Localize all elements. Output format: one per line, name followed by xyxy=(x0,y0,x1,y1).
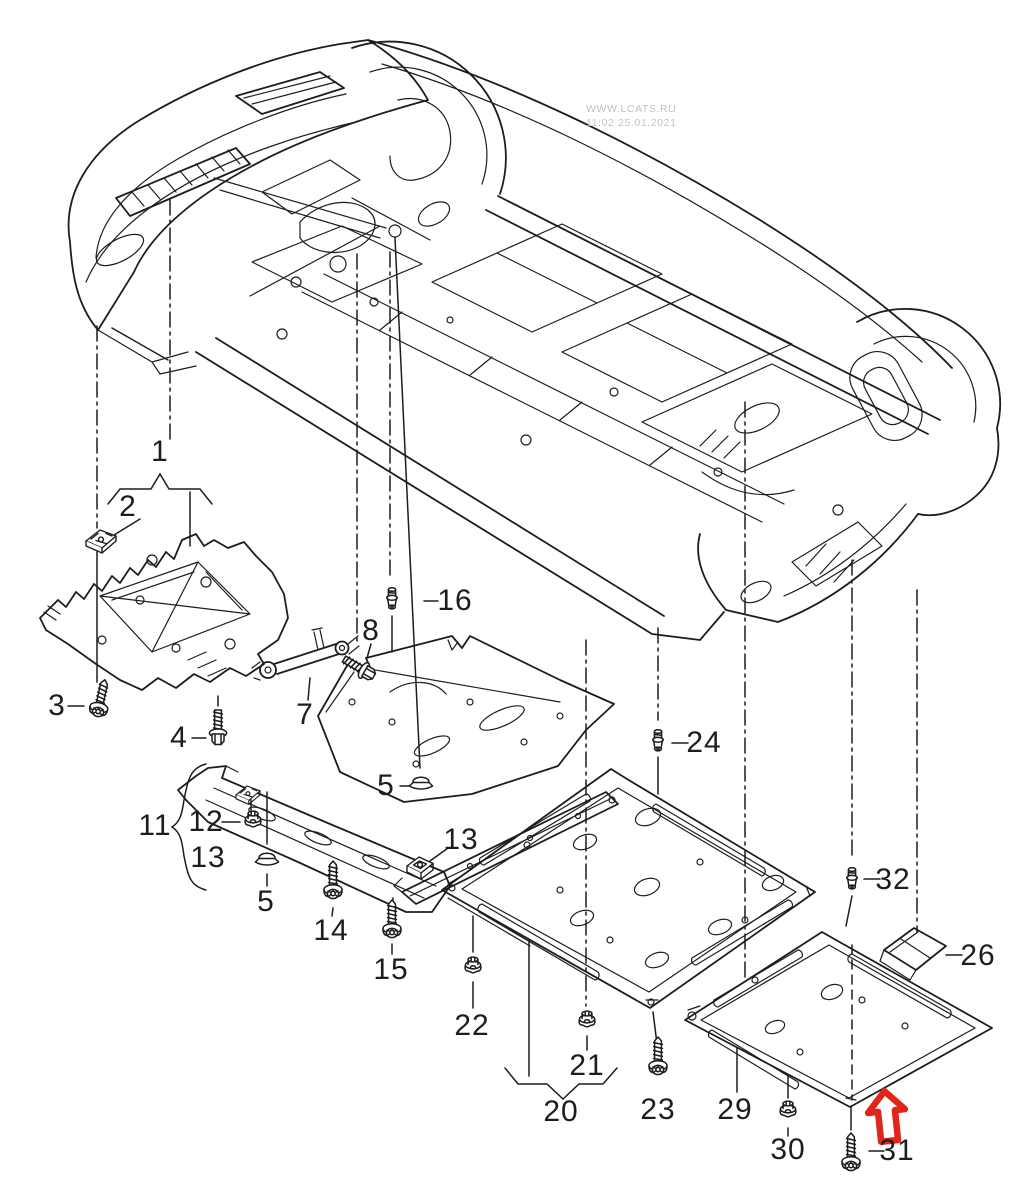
watermark: WWW.LCATS.RU 11:02 25.01.2021 xyxy=(586,102,677,130)
callout-23-18: 23 xyxy=(640,1093,676,1126)
nut-icon-30 xyxy=(779,1100,797,1118)
part-front-underbody-panel xyxy=(317,635,615,803)
callout-8-7: 8 xyxy=(362,614,380,647)
part-retaining-strap xyxy=(251,627,360,681)
callout-30-22: 30 xyxy=(770,1133,806,1166)
grommet-icon-5 xyxy=(408,776,434,790)
callout-4-3: 4 xyxy=(170,721,188,754)
part-left-sill-trim xyxy=(177,765,451,913)
watermark-line2: 11:02 25.01.2021 xyxy=(586,117,677,130)
pin-icon-16 xyxy=(386,586,398,610)
callout-31-23: 31 xyxy=(879,1134,915,1167)
callout-20-15: 20 xyxy=(543,1095,579,1128)
callout-5-5: 5 xyxy=(257,885,275,918)
callout-29-21: 29 xyxy=(717,1093,753,1126)
nut-icon-12 xyxy=(244,810,262,828)
screw-icon-15 xyxy=(382,899,402,939)
exploded-parts xyxy=(39,533,993,1108)
part-rear-underbody-panel xyxy=(684,931,993,1108)
callout-1-0: 1 xyxy=(151,435,169,468)
watermark-line1: WWW.LCATS.RU xyxy=(586,103,677,115)
nut-icon-22 xyxy=(464,956,482,974)
screw-icon-31 xyxy=(841,1132,861,1172)
clipnut-icon-13 xyxy=(406,856,434,880)
callout-2-1: 2 xyxy=(119,490,137,523)
part-center-underbody-panel xyxy=(441,768,816,1009)
callout-5-4: 5 xyxy=(377,769,395,802)
part-bracket xyxy=(879,927,947,981)
callout-24-19: 24 xyxy=(686,726,722,759)
callout-22-17: 22 xyxy=(454,1009,490,1042)
callout-3-2: 3 xyxy=(48,689,66,722)
callout-32-24: 32 xyxy=(875,863,911,896)
callout-13-11: 13 xyxy=(443,823,479,856)
callout-11-8: 11 xyxy=(138,809,172,842)
leader-lines xyxy=(67,199,963,1152)
part-side-member-trim xyxy=(393,791,619,905)
part-engine-skid-plate xyxy=(39,533,289,691)
pin-icon-32 xyxy=(846,866,858,890)
callout-26-20: 26 xyxy=(960,939,996,972)
group-bracket-11 xyxy=(170,763,207,891)
callout-21-16: 21 xyxy=(569,1049,605,1082)
grommet-icon-5 xyxy=(254,852,280,866)
pin-icon-24 xyxy=(652,728,664,752)
bolt-icon-4 xyxy=(208,709,228,746)
screw-icon-3 xyxy=(87,677,115,720)
clip-icon-13 xyxy=(235,785,261,805)
group-bracket-1 xyxy=(107,472,213,505)
clip-icon-2 xyxy=(85,529,117,554)
callout-13-10: 13 xyxy=(190,841,226,874)
callout-16-14: 16 xyxy=(437,584,473,617)
nut-icon-21 xyxy=(578,1010,596,1028)
group-bracket-20 xyxy=(504,1067,618,1101)
callout-7-6: 7 xyxy=(296,698,314,731)
callout-12-9: 12 xyxy=(188,805,224,838)
callout-15-13: 15 xyxy=(373,953,409,986)
screw-icon-23 xyxy=(648,1036,668,1076)
screw-icon-14 xyxy=(323,860,343,900)
callout-14-12: 14 xyxy=(313,914,349,947)
vehicle-underbody-drawing xyxy=(67,39,1002,641)
